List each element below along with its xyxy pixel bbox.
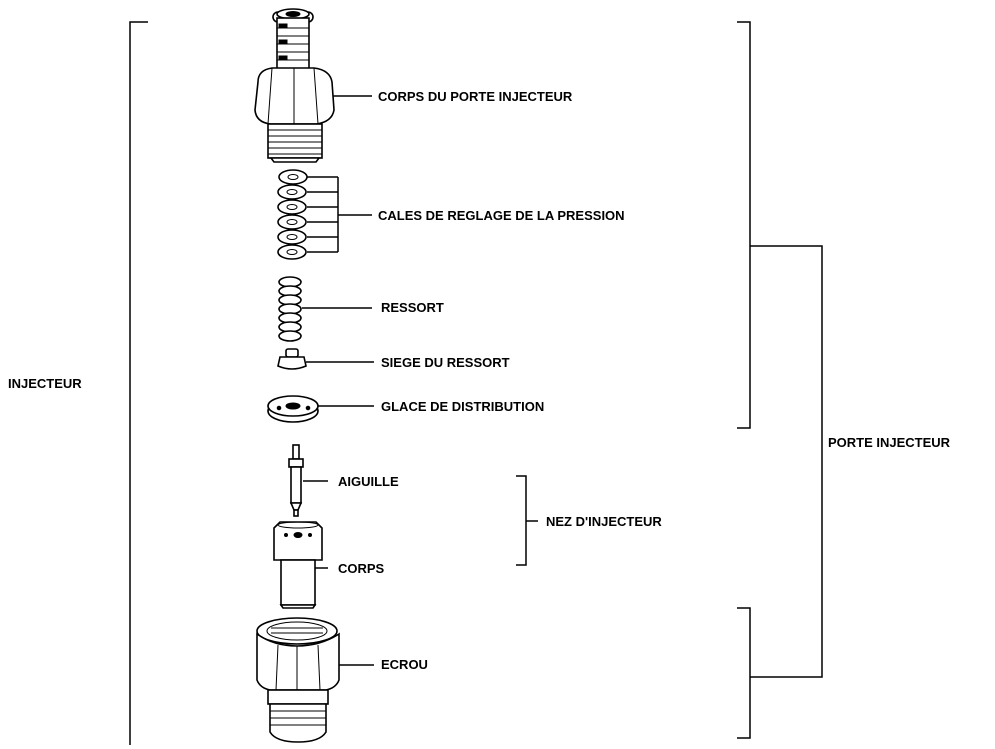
ressort-label: RESSORT (381, 300, 444, 315)
nez-label: NEZ D'INJECTEUR (546, 514, 662, 529)
nozzle-nut (257, 618, 339, 742)
nez-bracket (516, 476, 526, 565)
shims-leader (307, 177, 372, 252)
spring-seat (278, 349, 306, 369)
ecrou-label: ECROU (381, 657, 428, 672)
porte-injecteur-connector (750, 246, 822, 677)
glace-label: GLACE DE DISTRIBUTION (381, 399, 544, 414)
injector-holder-body (255, 9, 334, 162)
injecteur-bracket (130, 22, 148, 745)
aiguille-label: AIGUILLE (338, 474, 399, 489)
nozzle-body (274, 522, 322, 608)
pressure-shims (278, 170, 307, 259)
spring (279, 277, 301, 341)
lower-bracket (737, 608, 750, 738)
distribution-plate (268, 396, 318, 422)
upper-bracket (737, 22, 750, 428)
cales-label: CALES DE REGLAGE DE LA PRESSION (378, 208, 625, 223)
corps-porte-injecteur-label: CORPS DU PORTE INJECTEUR (378, 89, 573, 104)
injecteur-label: INJECTEUR (8, 376, 82, 391)
siege-ressort-label: SIEGE DU RESSORT (381, 355, 510, 370)
corps-label: CORPS (338, 561, 385, 576)
needle (289, 445, 303, 516)
porte-injecteur-label: PORTE INJECTEUR (828, 435, 951, 450)
